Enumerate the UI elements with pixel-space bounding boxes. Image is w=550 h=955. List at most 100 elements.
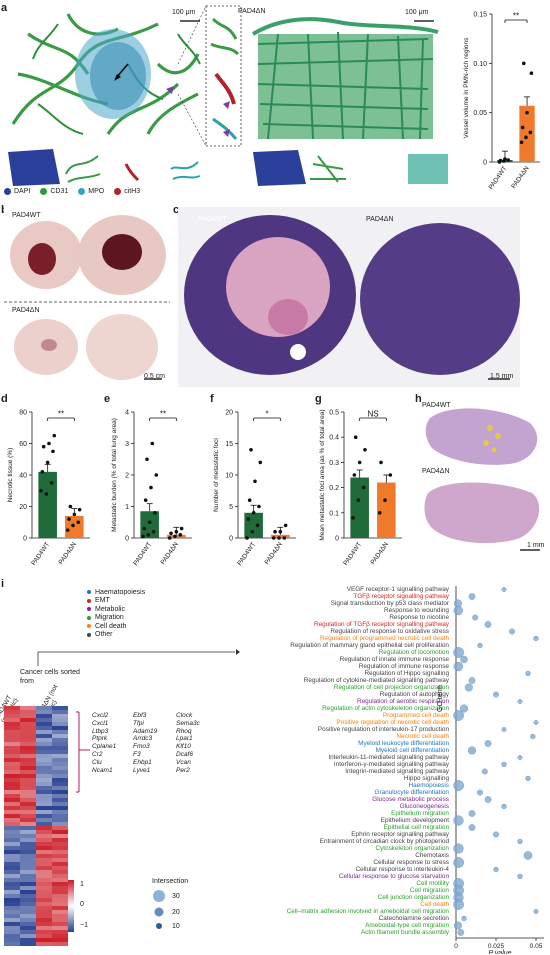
heatmap-cell (20, 898, 36, 903)
data-point (44, 492, 49, 496)
data-point (145, 457, 149, 462)
data-point (169, 531, 173, 536)
data-point (146, 533, 151, 537)
heatmap-cell (36, 942, 52, 946)
heatmap-cell (20, 858, 36, 863)
y-tick-label: 20 (19, 504, 27, 511)
go-term-point (468, 810, 476, 817)
go-term-point (523, 851, 533, 860)
go-term-point (484, 621, 492, 628)
colorbar-tick-top: 1 (80, 881, 84, 888)
panel-c-histology (178, 207, 520, 387)
heatmap-cell (4, 922, 20, 927)
heatmap-cell (20, 714, 36, 719)
heatmap-cell (20, 798, 36, 803)
heatmap-cell (20, 930, 36, 935)
heatmap-cell (36, 858, 52, 863)
heatmap-cell (36, 914, 52, 919)
legend-migration: Migration (87, 614, 145, 623)
heatmap-cell (4, 850, 20, 855)
go-term-point (484, 740, 492, 747)
heatmap-cell (36, 846, 52, 851)
legend-label: Cell death (95, 622, 127, 630)
colorbar-tick-bottom: −1 (80, 922, 88, 929)
y-tick-label: 0.05 (473, 110, 487, 117)
heatmap-cell (52, 806, 68, 811)
heatmap-cell (20, 806, 36, 811)
pad4-dn-label-a: PAD4ΔN (238, 8, 266, 15)
go-term-label: VEGF receptor-1 signalling pathway (346, 585, 449, 593)
heatmap-cell (20, 718, 36, 723)
go-term-label: Gluconeogenesis (399, 802, 449, 810)
significance-label: ** (513, 12, 519, 21)
go-term-point (517, 755, 523, 760)
scale-label-h: 1 mm (527, 542, 545, 549)
go-term-label: Regulation of autophagy (379, 690, 449, 698)
colorbar-tick-mid: 0 (80, 901, 84, 908)
heatmap-cell (20, 850, 36, 855)
heatmap-cell (36, 930, 52, 935)
heatmap-cell (20, 834, 36, 839)
heatmap-cell (4, 718, 20, 723)
heatmap-cell (20, 914, 36, 919)
heatmap-cell (4, 826, 20, 831)
go-term-label: Cell junction organization (377, 893, 449, 901)
heatmap-cell (20, 706, 36, 711)
channel-legend: DAPI CD31 MPO citH3 (4, 188, 140, 195)
go-term-point (453, 921, 462, 930)
heatmap-cell (52, 906, 68, 911)
go-term-label: Regulation of cytokine-mediated signalli… (303, 676, 449, 684)
x-tick-label: PAD4WT (342, 541, 363, 567)
data-point (363, 448, 367, 452)
heatmap-cell (52, 890, 68, 895)
data-point (257, 504, 261, 509)
go-term-label: Integrin-mediated signalling pathway (345, 767, 449, 775)
heatmap-cell (36, 766, 52, 771)
heatmap-cell (52, 742, 68, 747)
heatmap-cell (36, 842, 52, 847)
heatmap-cell (52, 706, 68, 711)
data-point (258, 460, 263, 465)
go-term-point (501, 727, 507, 732)
x-tick-label: 0.025 (488, 943, 505, 950)
go-term-label: Regulation of programmed necrotic cell d… (320, 634, 449, 642)
go-term-point (453, 843, 464, 854)
channel-thumbnails (8, 149, 448, 186)
heatmap-cell (52, 750, 68, 755)
heatmap-cell (52, 850, 68, 855)
y-tick-label: 0.5 (329, 410, 339, 417)
legend-cd31: CD31 (40, 188, 68, 195)
heatmap-cell (36, 750, 52, 755)
mpo-dot-icon (78, 188, 86, 195)
data-point (76, 520, 81, 525)
heatmap-cell (36, 922, 52, 927)
heatmap-cell (36, 726, 52, 731)
go-term-label: Catecholamine secretion (378, 914, 449, 922)
heatmap-cell (36, 774, 52, 779)
significance-label: * (265, 410, 268, 419)
go-term-point (493, 866, 499, 873)
heatmap-cell (36, 906, 52, 911)
heatmap-cell (20, 814, 36, 819)
heatmap-cell (36, 806, 52, 811)
heatmap-cell (4, 738, 20, 743)
heatmap-cell (36, 830, 52, 835)
heatmap-cell (52, 790, 68, 795)
heatmap-cell (52, 870, 68, 875)
y-tick-label: 60 (19, 441, 27, 448)
y-tick-label: 0.4 (329, 435, 339, 442)
size-legend-circles (153, 890, 165, 929)
heatmap-cell (36, 810, 52, 815)
panel-label-c: c (173, 204, 180, 216)
go-term-label: Epithelial cell migration (383, 823, 449, 831)
go-term-point (517, 873, 523, 880)
heatmap-cell (4, 798, 20, 803)
legend-label: DAPI (14, 188, 31, 195)
pad4-dn-label-h: PAD4ΔN (422, 468, 450, 475)
gene-list-1: Cxcl2 Cxcl1 Ltbp3 Ptprk Cplane1 Cr2 Clu … (92, 712, 117, 774)
data-point (167, 536, 172, 540)
legend-metabolic: Metabolic (87, 605, 145, 614)
y-axis-label: Metastatic burden (% of total lung area) (111, 418, 118, 532)
